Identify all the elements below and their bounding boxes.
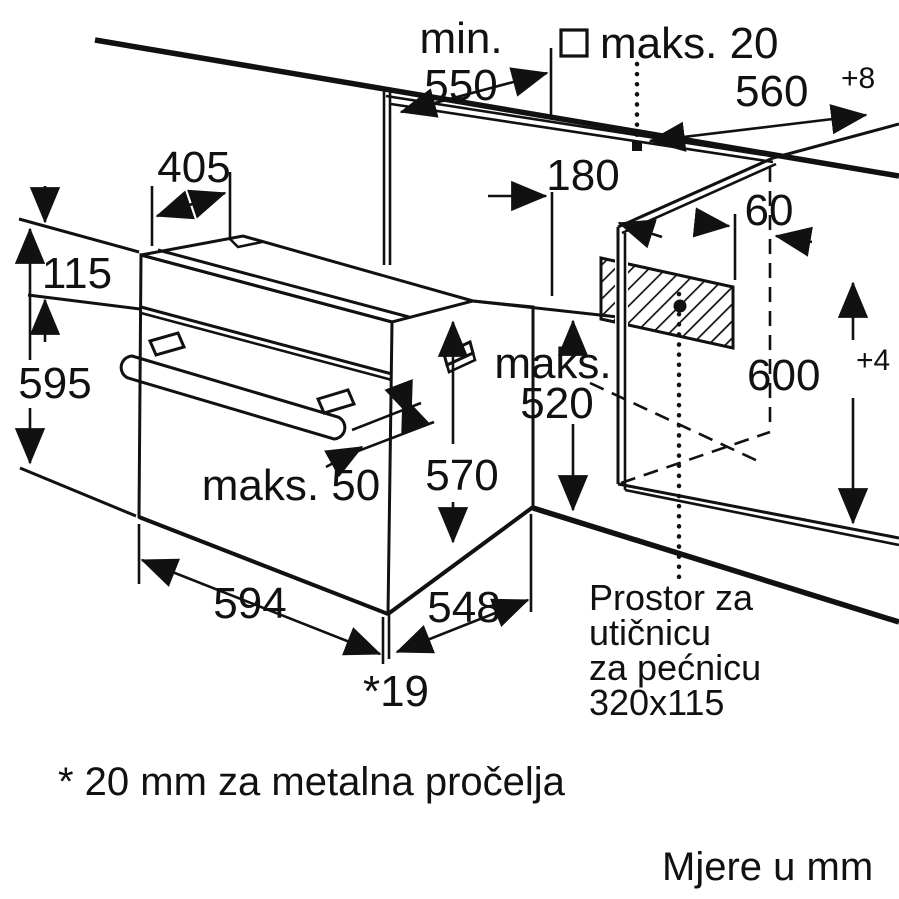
label-595: 595 xyxy=(18,359,91,408)
label-405: 405 xyxy=(157,143,230,192)
worktop-front-edge xyxy=(617,156,774,229)
dim-top-depth: 405 xyxy=(150,143,232,246)
label-19: *19 xyxy=(363,667,429,716)
label-520: 520 xyxy=(520,379,593,428)
leader-arrow xyxy=(324,445,364,478)
dim-front-clearance: *19 xyxy=(363,615,429,716)
arrow-right xyxy=(692,207,731,238)
label-60: 60 xyxy=(745,186,794,235)
side-vent-2 xyxy=(445,351,477,374)
dim-socket-back-offset: 60 xyxy=(692,186,813,280)
oven-front-face xyxy=(137,253,394,617)
oven-top-step xyxy=(229,238,263,249)
handle-bracket-right xyxy=(315,388,357,415)
worktop-side-edge xyxy=(772,122,899,160)
socket-note-line2: utičnicu xyxy=(589,612,711,653)
socket-hatch-area xyxy=(599,256,735,350)
label-550: 550 xyxy=(424,61,497,110)
niche-floor-edge xyxy=(617,482,899,540)
notes: Prostor za utičnicu za pećnicu 320x115 *… xyxy=(58,577,873,889)
footnote: * 20 mm za metalna pročelja xyxy=(58,760,566,804)
label-maks: maks. xyxy=(494,339,611,388)
control-panel-line-2 xyxy=(140,311,393,382)
oven-back-edge xyxy=(472,299,535,507)
dim-niche-width: 560 +8 xyxy=(648,62,875,152)
label-548: 548 xyxy=(427,583,500,632)
label-maks50: maks. 50 xyxy=(202,461,381,510)
socket-point xyxy=(673,299,687,313)
label-570: 570 xyxy=(425,451,498,500)
dim-max-recess: maks. 520 xyxy=(494,319,612,512)
dim-niche-height: 600 +4 xyxy=(747,281,890,525)
niche xyxy=(532,61,899,625)
arrow-left xyxy=(617,219,663,249)
socket-note-line4: 320x115 xyxy=(589,682,724,723)
arrow xyxy=(399,67,549,118)
label-115: 115 xyxy=(42,249,112,298)
socket-note-line3: za pećnicu xyxy=(589,647,761,688)
dim-panel-height: 115 xyxy=(29,186,112,342)
oven-bottom-side-edge xyxy=(386,505,535,616)
label-560: 560 xyxy=(735,67,808,116)
dim-body-height: 570 xyxy=(425,320,499,544)
dim-body-depth: 548 xyxy=(395,514,533,654)
dim-socket-offset: 180 xyxy=(488,151,663,296)
units-note: Mjere u mm xyxy=(662,845,873,889)
gap-arrow xyxy=(384,379,430,434)
dim-max-gap: maks. 20 xyxy=(559,19,779,68)
oven-top-face xyxy=(140,234,479,324)
left-base-reference-line xyxy=(19,466,137,518)
arrow xyxy=(140,558,382,656)
oven xyxy=(119,234,535,617)
handle-bracket-left xyxy=(147,331,187,357)
dim-max-handle: maks. 50 xyxy=(202,379,435,510)
label-594: 594 xyxy=(213,579,286,628)
cabinet-base-edge xyxy=(532,505,899,625)
label-600: 600 xyxy=(747,351,820,400)
label-maks20: maks. 20 xyxy=(600,19,779,68)
control-panel-line xyxy=(140,305,393,376)
oven-top-rim-line xyxy=(157,248,410,319)
label-180: 180 xyxy=(546,151,619,200)
niche-floor-back-hidden xyxy=(589,381,761,464)
label-min: min. xyxy=(419,14,502,63)
dim-oven-width: 594 xyxy=(137,524,382,656)
arrow xyxy=(648,104,868,152)
arrow-left xyxy=(774,226,813,257)
dimension-annotations: min. 550 maks. 20 560 +8 405 115 xyxy=(14,14,890,716)
square-gap-icon xyxy=(559,28,589,58)
left-mid-reference-line xyxy=(27,293,141,311)
niche-floor-edge-2 xyxy=(624,488,899,547)
gap-marker xyxy=(632,141,642,151)
arrow xyxy=(155,189,227,220)
left-top-reference-line xyxy=(18,217,140,254)
socket-note-line1: Prostor za xyxy=(589,577,754,618)
niche-floor-side-hidden xyxy=(620,430,771,485)
label-560-tol: +8 xyxy=(841,62,875,95)
arrow xyxy=(395,598,530,654)
label-600-tol: +4 xyxy=(856,344,890,377)
door-handle xyxy=(119,354,347,441)
dim-worktop-depth: min. 550 xyxy=(399,14,553,118)
dim-oven-height: 595 xyxy=(14,227,92,465)
